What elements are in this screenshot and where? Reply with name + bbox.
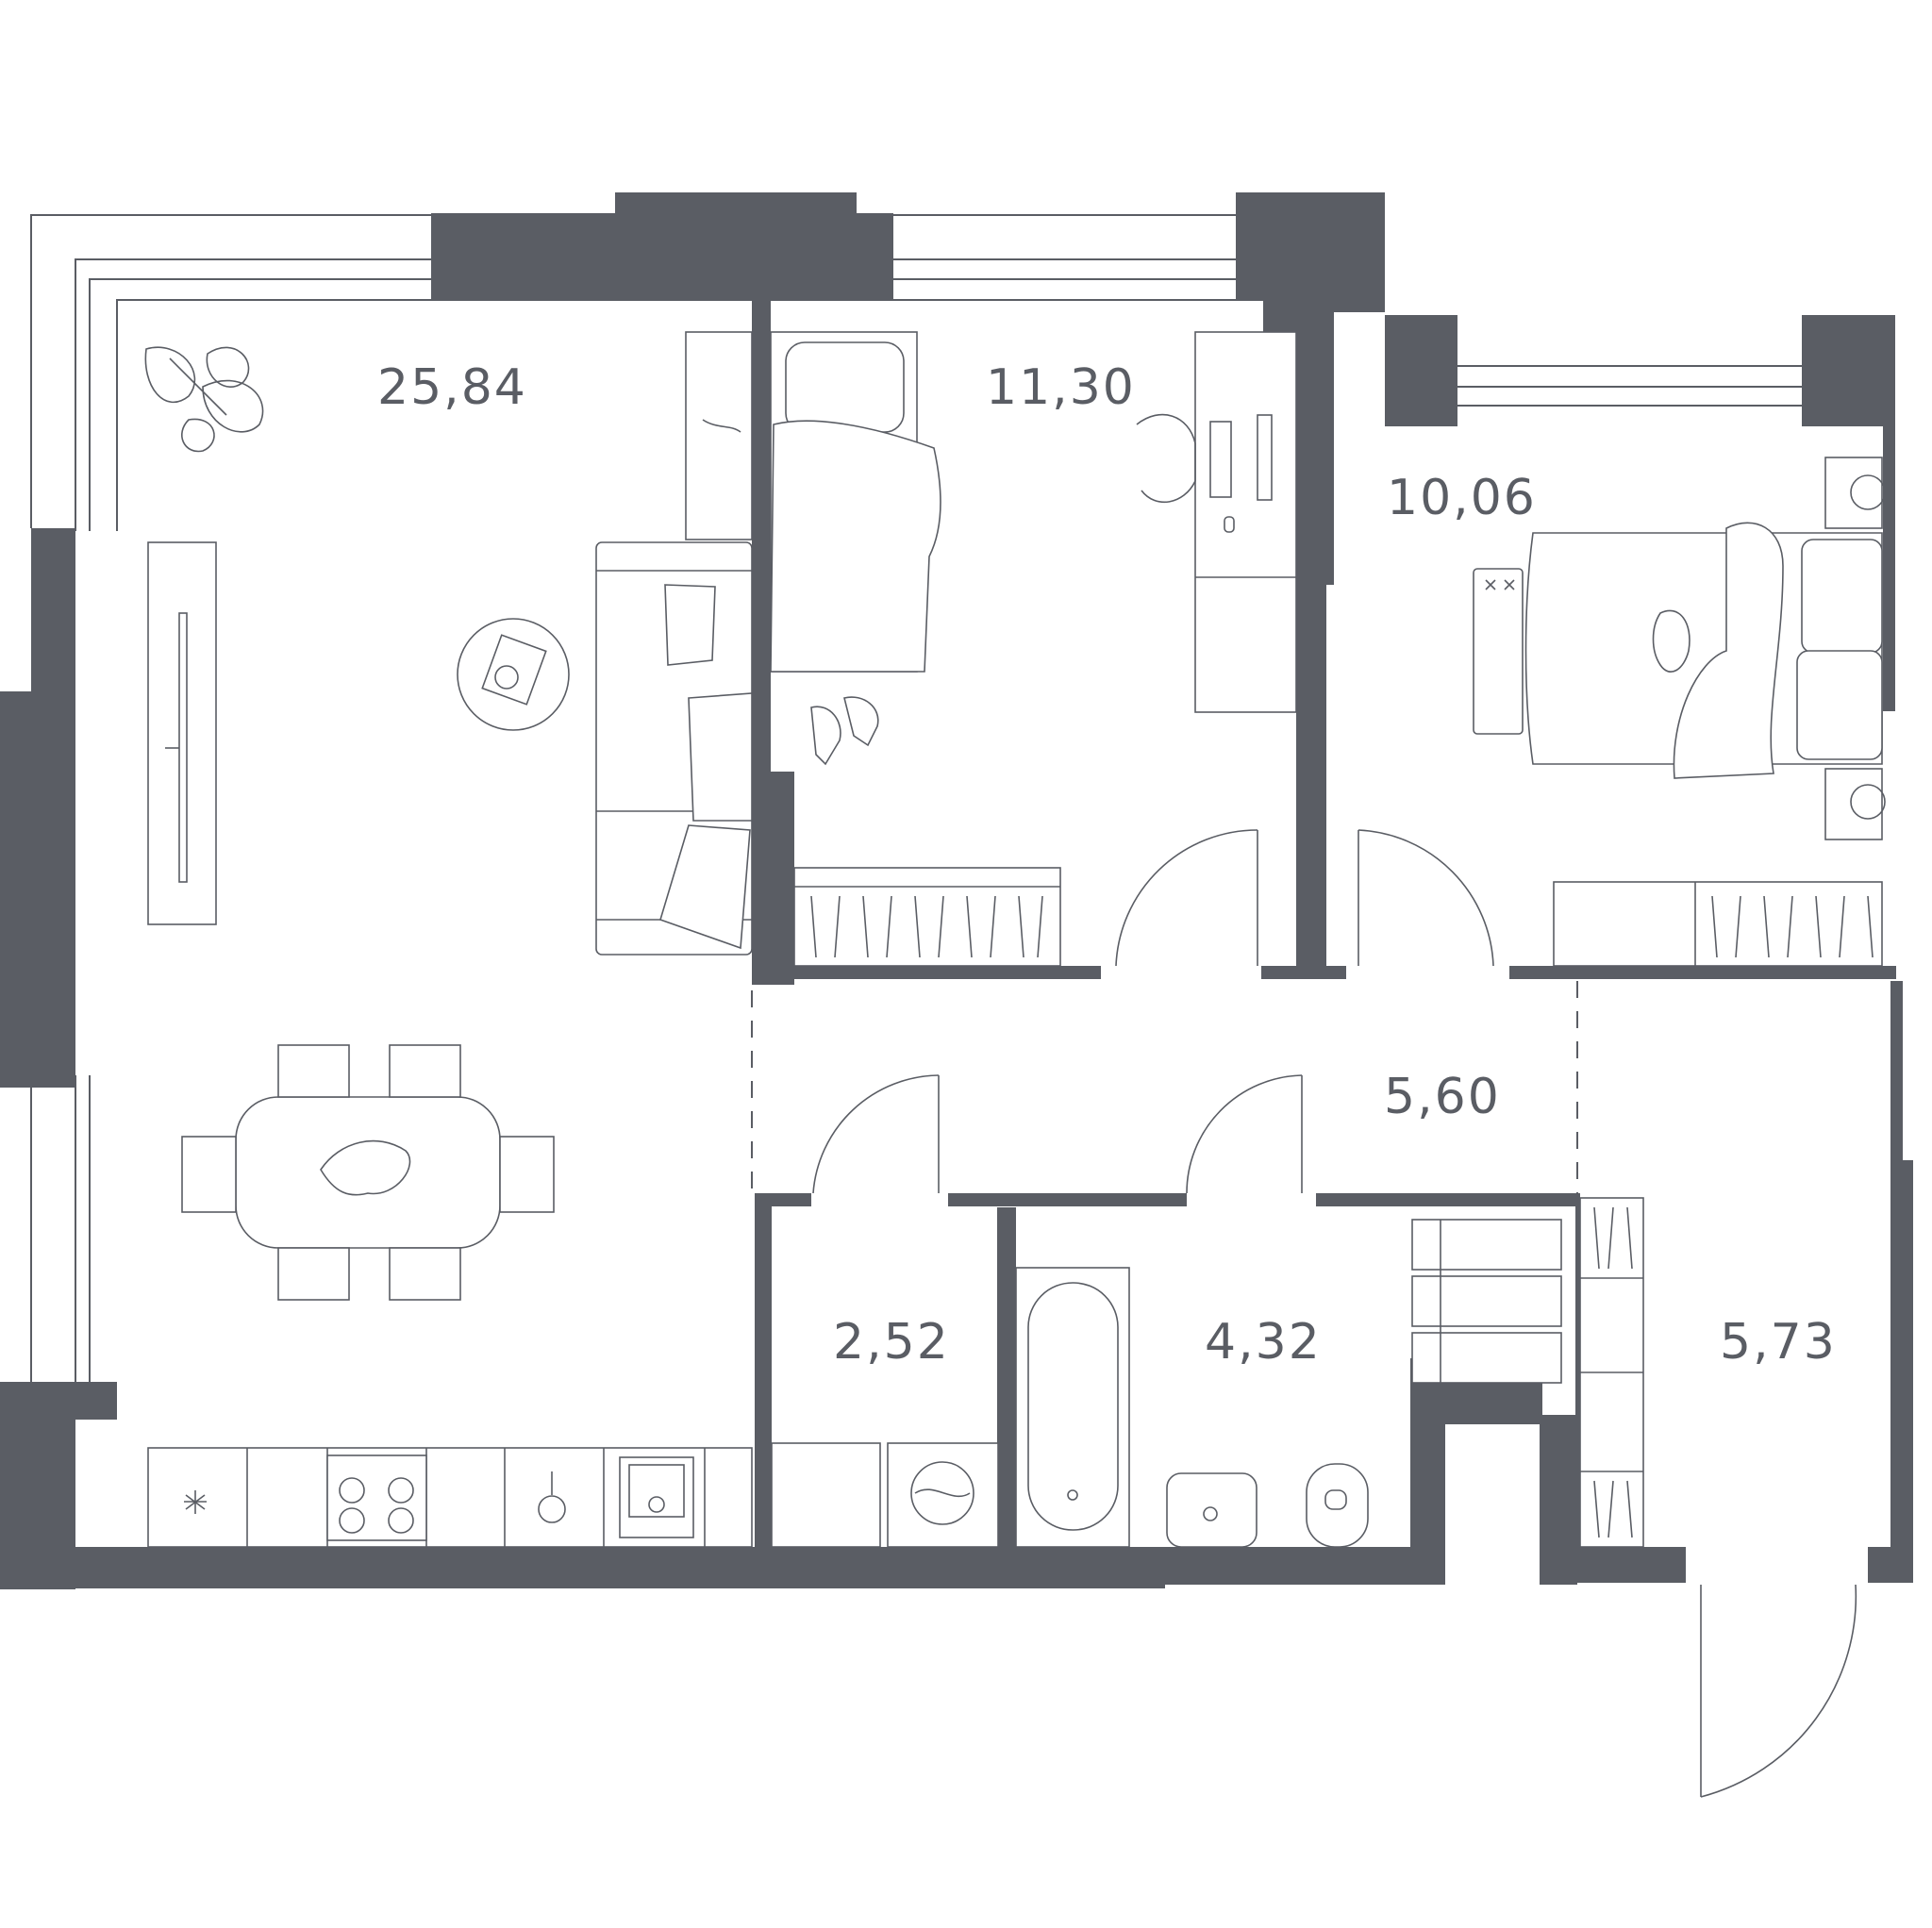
walls [0,192,1913,1589]
area-label-entrance: 5,73 [1720,1314,1837,1371]
desk-icon [1136,331,1297,713]
bath-furniture [1015,1219,1562,1548]
area-label-hall: 5,60 [1384,1069,1501,1125]
toilet-icon [1306,1463,1369,1548]
sink-icon [538,1471,566,1523]
area-labels: 25,84 11,30 10,06 5,60 2,52 4,32 5,73 [377,359,1837,1371]
rollerblades-icon [810,696,879,766]
bathtub-icon [1015,1267,1130,1548]
washing-machine-icon [910,1461,974,1525]
living-furniture [144,331,753,1548]
bed-icon [1524,522,1883,779]
area-label-bedroom-2: 10,06 [1387,470,1537,526]
coffee-table-icon [457,618,570,731]
area-label-wc: 2,52 [833,1314,950,1371]
wardrobe-icon [1579,1197,1644,1548]
wardrobe-icon [793,867,1061,967]
area-label-living: 25,84 [377,359,527,416]
oven-icon [619,1456,694,1538]
doors [812,829,1857,1798]
dining-table-icon [181,1044,555,1301]
bed-icon [770,331,941,673]
windows [30,214,1802,1382]
cat-icon [1652,609,1690,673]
wardrobe-icon [1553,881,1883,967]
bedroom1-furniture [770,331,1297,967]
area-label-bedroom-1: 11,30 [986,359,1136,416]
zone-dividers [751,981,1578,1193]
sink-icon [1166,1472,1257,1548]
tv-icon [147,541,217,925]
stove-icon [326,1454,427,1541]
plant-icon [144,346,264,453]
shelves-icon [1411,1219,1562,1384]
sofa-icon [595,541,753,956]
entrance-furniture [1579,1197,1644,1548]
area-label-bathroom: 4,32 [1205,1314,1322,1371]
wc-furniture [771,1442,999,1548]
kitchen-counter [147,1447,753,1548]
bedroom2-furniture [1473,457,1886,967]
